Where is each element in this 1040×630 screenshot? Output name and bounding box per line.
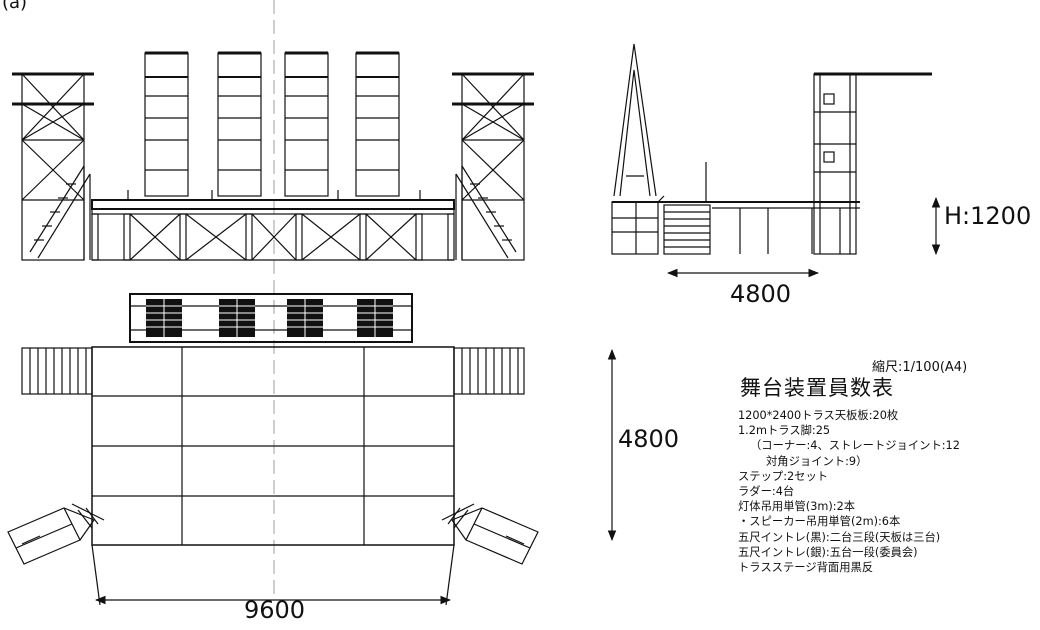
scale-label: 縮尺:1/100(A4) (872, 360, 968, 375)
back-tower-3 (284, 51, 329, 197)
dim-label-9600: 9600 (244, 596, 306, 624)
plan-steps-right (441, 503, 539, 565)
equipment-table-title: 舞台装置員数表 (740, 376, 894, 400)
back-tower-4 (355, 51, 400, 197)
dim-label-side-4800: 4800 (730, 280, 792, 308)
equipment-item: ・スピーカー吊用単管(2m):6本 (738, 515, 901, 529)
dim-label-height: H:1200 (944, 202, 1032, 230)
side-scaffold-tower (813, 72, 932, 255)
back-tower-1 (144, 51, 189, 197)
side-deck (612, 162, 860, 254)
dimension-lines (91, 196, 941, 606)
side-steps (611, 201, 711, 255)
equipment-item: 五尺イントレ(黒):二台三段(天板は三台) (738, 530, 941, 544)
figure-label: (a) (2, 0, 28, 13)
left-scaffold-tower (12, 72, 94, 261)
equipment-list: 1200*2400トラス天板板:20枚 1.2mトラス脚:25 （コーナー:4、… (738, 408, 960, 575)
equipment-item: 五尺イントレ(銀):五台一段(委員会) (738, 545, 918, 559)
equipment-item: ステップ:2セット (738, 469, 829, 483)
plan-stage-deck-grid (91, 346, 455, 546)
plan-side-tower-left (21, 347, 93, 395)
equipment-item: （コーナー:4、ストレートジョイント:12 (750, 439, 960, 453)
plan-back-towers (129, 293, 413, 343)
plan-side-tower-right (453, 347, 525, 395)
plan-view (7, 293, 539, 565)
truss-stage-deck (91, 190, 455, 261)
equipment-item: ラダー:4台 (738, 485, 795, 499)
right-scaffold-tower (452, 72, 534, 261)
equipment-item: 対角ジョイント:9） (766, 454, 868, 468)
equipment-item: トラスステージ背面用黒反 (738, 561, 874, 575)
side-elevation (611, 43, 932, 255)
front-elevation (12, 51, 534, 261)
equipment-item: 灯体吊用単管(3m):2本 (738, 500, 856, 514)
equipment-item: 1.2mトラス脚:25 (738, 424, 831, 438)
side-triangle-tower (613, 43, 657, 197)
equipment-item: 1200*2400トラス天板板:20枚 (738, 409, 899, 422)
dim-label-plan-4800: 4800 (618, 425, 680, 453)
back-tower-2 (217, 51, 262, 197)
plan-steps-left (7, 503, 105, 565)
